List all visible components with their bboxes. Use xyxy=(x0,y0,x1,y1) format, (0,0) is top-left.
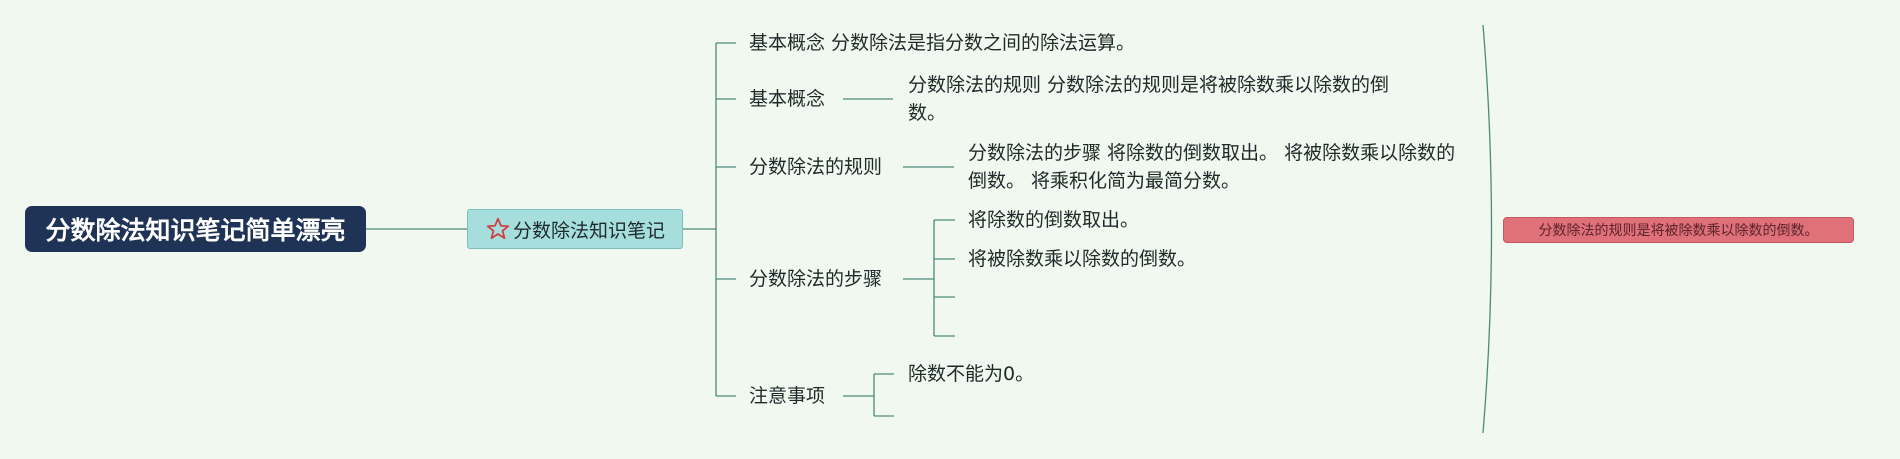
branch-concept[interactable]: 基本概念 xyxy=(749,88,826,110)
rule-detail-node[interactable]: 分数除法的规则 分数除法的规则是将被除数乘以除数的倒数。 xyxy=(908,74,1390,124)
branch-steps[interactable]: 分数除法的步骤 xyxy=(749,268,883,290)
branch-notes[interactable]: 注意事项 xyxy=(749,385,826,407)
subtopic-label: 分数除法知识笔记 xyxy=(512,219,665,242)
root-topic-label: 分数除法知识笔记简单漂亮 xyxy=(45,216,346,245)
summary-node[interactable]: 分数除法的规则是将被除数乘以除数的倒数。 xyxy=(1503,217,1854,243)
root-topic[interactable]: 分数除法知识笔记简单漂亮 xyxy=(25,206,366,252)
branch-rules[interactable]: 分数除法的规则 xyxy=(749,156,883,178)
step-item[interactable]: 将被除数乘以除数的倒数。 xyxy=(968,248,1197,270)
subtopic-node[interactable]: 分数除法知识笔记 xyxy=(467,209,683,249)
branch-concept-definition[interactable]: 基本概念 分数除法是指分数之间的除法运算。 xyxy=(749,32,1136,54)
star-icon xyxy=(486,217,510,239)
summary-bracket xyxy=(1482,24,1493,434)
step-item[interactable]: 将除数的倒数取出。 xyxy=(968,209,1140,231)
summary-label: 分数除法的规则是将被除数乘以除数的倒数。 xyxy=(1538,223,1819,239)
note-item[interactable]: 除数不能为0。 xyxy=(908,363,1035,385)
steps-detail-node[interactable]: 分数除法的步骤 将除数的倒数取出。 将被除数乘以除数的倒数。 将乘积化简为最简分… xyxy=(968,142,1456,192)
